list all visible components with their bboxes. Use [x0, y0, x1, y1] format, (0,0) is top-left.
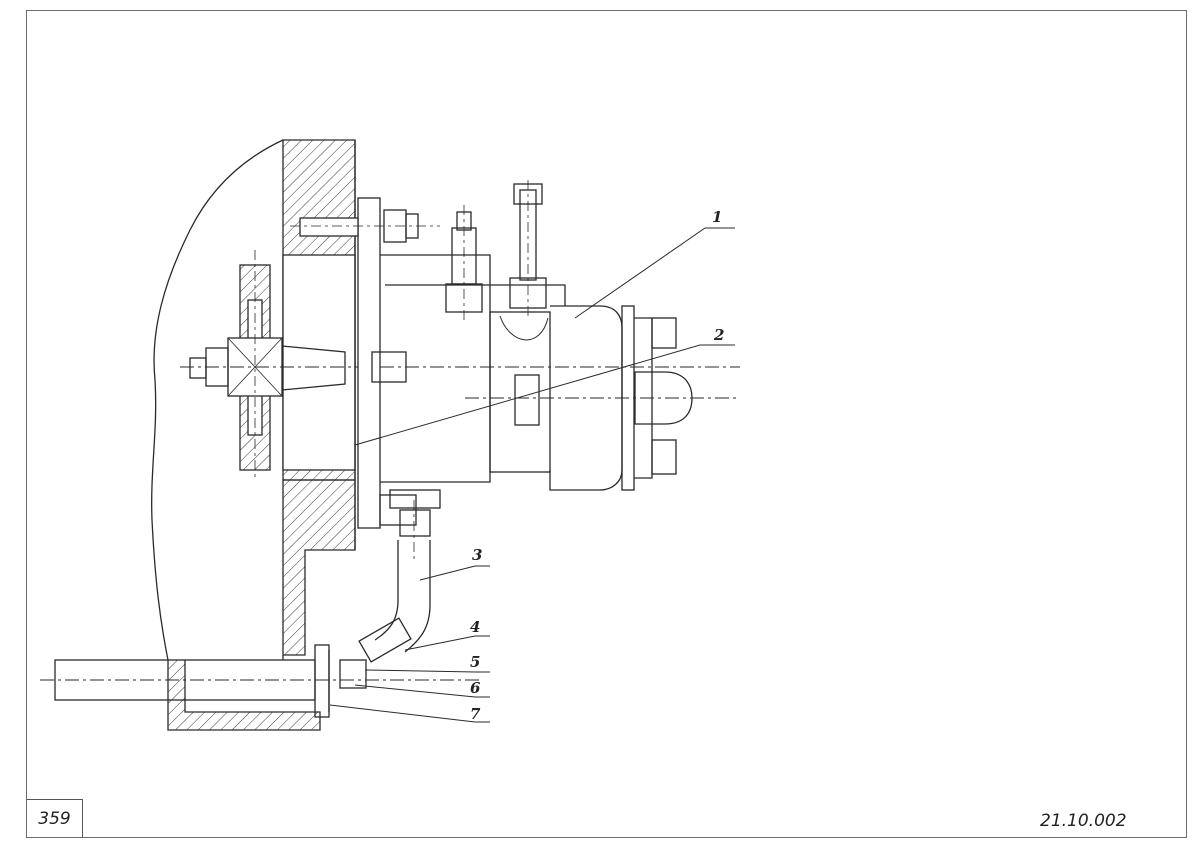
drive-gear [180, 250, 740, 480]
leader-5 [364, 669, 490, 673]
leader-3 [419, 565, 490, 581]
pressure-fittings [445, 180, 547, 320]
leader-lines [329, 227, 735, 723]
drain-pipe [40, 489, 480, 718]
callout-3: 3 [472, 546, 482, 564]
leader-2 [354, 344, 735, 446]
pump-body [380, 254, 740, 491]
wall-hatch-lower [282, 479, 356, 656]
leader-6 [354, 684, 490, 698]
leader-7 [329, 704, 490, 723]
wall-hatch-bottom [167, 660, 321, 731]
mounting-flange [290, 197, 440, 529]
callout-7: 7 [470, 705, 481, 723]
callout-2: 2 [713, 326, 724, 344]
leader-4 [404, 635, 490, 651]
callout-4: 4 [470, 618, 480, 636]
page-number: 359 [27, 799, 83, 837]
leader-1 [574, 227, 735, 319]
callout-6: 6 [470, 679, 481, 697]
callout-1: 1 [712, 208, 722, 226]
sheet-frame [26, 10, 1187, 838]
callout-5: 5 [470, 653, 480, 671]
wall-bore [282, 254, 356, 471]
document-code: 21.10.002 [1040, 811, 1127, 831]
